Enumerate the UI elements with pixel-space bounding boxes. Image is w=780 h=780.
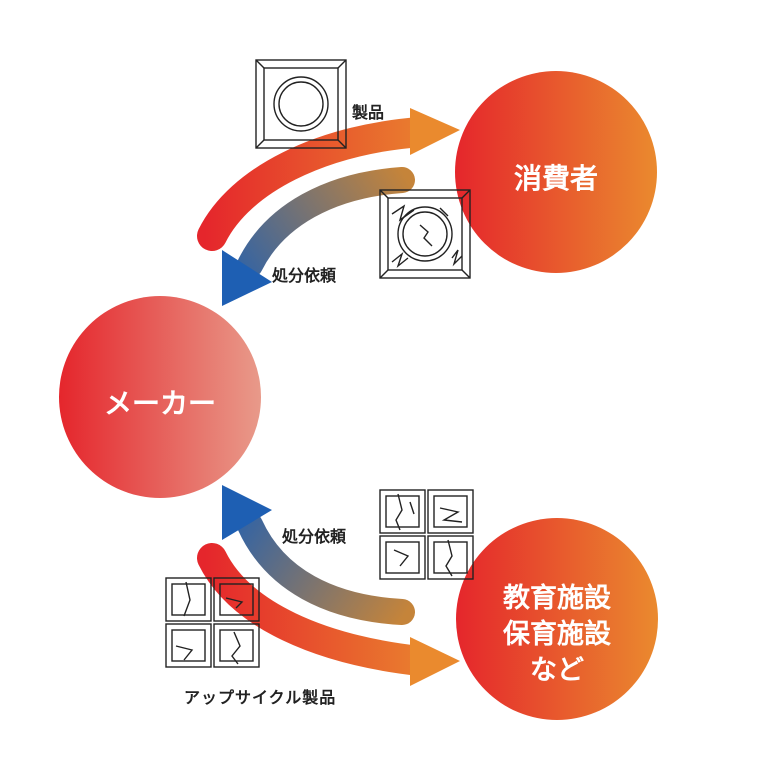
product-plate-icon	[255, 59, 347, 149]
disposal-request-bottom-label: 処分依頼	[282, 527, 347, 546]
broken-tiles-icon	[379, 489, 474, 580]
upcycled-tiles-icon	[165, 577, 260, 668]
consumer-label: 消費者	[513, 162, 598, 195]
product-label: 製品	[352, 103, 385, 122]
consumer-node	[455, 71, 657, 273]
upcycled-product-label: アップサイクル製品	[184, 688, 337, 707]
maker-label: メーカー	[103, 387, 216, 420]
facilities-label-line-3: など	[530, 655, 584, 686]
facilities-label-line-2: 保育施設	[503, 619, 611, 650]
facilities-node	[456, 518, 658, 720]
maker-node	[59, 296, 261, 498]
product-arrow	[197, 108, 460, 251]
broken-plate-icon	[379, 189, 471, 279]
disposal-request-top-label: 処分依頼	[272, 266, 337, 285]
facilities-label: 教育施設 保育施設 など	[457, 581, 657, 689]
disposal-arrow-bottom	[222, 485, 415, 625]
facilities-label-line-1: 教育施設	[503, 583, 611, 614]
disposal-arrow-top	[222, 167, 415, 306]
